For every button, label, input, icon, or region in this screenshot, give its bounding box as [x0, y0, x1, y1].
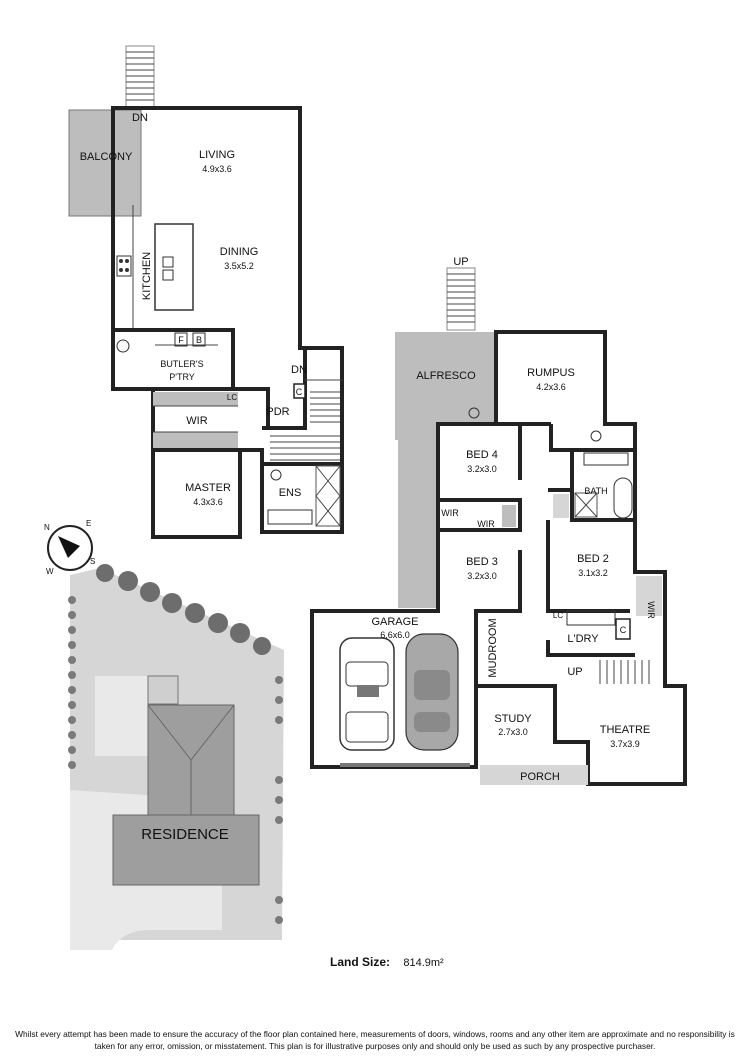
- room-name-pdr: PDR: [266, 406, 289, 418]
- room-size-study: 2.7x3.0: [498, 727, 528, 737]
- wir-marker-c: WIR: [646, 601, 656, 619]
- disclaimer-text: Whilst every attempt has been made to en…: [15, 1029, 735, 1051]
- room-name-living: LIVING: [199, 149, 235, 161]
- room-name-butlers: BUTLER'S: [160, 359, 203, 369]
- room-size-theatre: 3.7x3.9: [610, 739, 640, 749]
- compass-e: E: [86, 519, 91, 528]
- room-name-alfresco: ALFRESCO: [416, 370, 476, 382]
- site-plan: RESIDENCE: [68, 564, 284, 950]
- room-size-bed3: 3.2x3.0: [467, 571, 497, 581]
- car-suv-icon: [339, 637, 395, 751]
- room-name-study: STUDY: [494, 713, 532, 725]
- room-name-ldry: L'DRY: [567, 633, 599, 645]
- room-size-bed4: 3.2x3.0: [467, 464, 497, 474]
- right-hedge: [275, 676, 283, 924]
- alfresco-stair: [446, 267, 476, 331]
- room-name-bed4: BED 4: [466, 449, 498, 461]
- dn-marker-hall: DN: [291, 364, 307, 376]
- land-size: Land Size: 814.9m²: [330, 955, 444, 969]
- room-wir: [153, 392, 238, 406]
- room-size-rumpus: 4.2x3.6: [536, 382, 566, 392]
- room-porch: [480, 765, 588, 785]
- wir-marker-b: WIR: [477, 519, 495, 529]
- room-name-garage: GARAGE: [371, 616, 418, 628]
- room-name-porch: PORCH: [520, 771, 560, 783]
- room-name-bed3: BED 3: [466, 556, 498, 568]
- balcony-stair: [125, 45, 155, 109]
- tree-row: [96, 564, 271, 655]
- c-marker: C: [620, 625, 627, 635]
- upper-stair: [270, 391, 340, 461]
- marker-c: C: [296, 387, 303, 397]
- room-name-rumpus: RUMPUS: [527, 367, 575, 379]
- room-alfresco: [395, 332, 496, 608]
- lower-floor: UP ALFRESCO RUMPUS 4.2x3.6 BED 4 3.2x3.0…: [310, 256, 687, 786]
- room-name-kitchen: KITCHEN: [141, 252, 153, 300]
- dn-marker: DN: [132, 112, 148, 124]
- room-size-bed2: 3.1x3.2: [578, 568, 608, 578]
- lc-marker: LC: [553, 611, 563, 620]
- up-marker: UP: [453, 256, 468, 268]
- room-name-master: MASTER: [185, 482, 231, 494]
- up-marker-hall: UP: [567, 666, 582, 678]
- compass-w: W: [46, 567, 54, 576]
- wir-marker-a: WIR: [441, 508, 459, 518]
- compass-s: S: [90, 557, 95, 566]
- upper-floor: DN BALCONY LIVING 4.9x3.6 DINING 3.5x5.2…: [68, 45, 344, 539]
- marker-b: B: [196, 335, 202, 345]
- room-name-bed2: BED 2: [577, 553, 609, 565]
- sink-icon: [116, 339, 130, 353]
- room-name-bath: BATH: [584, 486, 607, 496]
- room-name-ens: ENS: [279, 487, 302, 499]
- car-sedan-icon: [405, 633, 459, 751]
- room-size-butlers: P'TRY: [169, 372, 195, 382]
- compass-icon: N E S W: [44, 519, 95, 576]
- cooktop-icon: [116, 255, 132, 277]
- room-name-dining: DINING: [220, 246, 259, 258]
- kitchen-island: [154, 223, 194, 311]
- room-size-living: 4.9x3.6: [202, 164, 232, 174]
- site-residence-label: RESIDENCE: [141, 826, 229, 843]
- land-size-value: 814.9m²: [403, 957, 444, 969]
- compass-n: N: [44, 523, 50, 532]
- room-size-dining: 3.5x5.2: [224, 261, 254, 271]
- room-size-garage: 6.6x6.0: [380, 630, 410, 640]
- room-balcony: [68, 109, 142, 217]
- lower-stair: [599, 576, 662, 684]
- room-name-theatre: THEATRE: [600, 724, 651, 736]
- land-size-label: Land Size:: [330, 955, 391, 969]
- left-hedge: [68, 596, 76, 769]
- room-name-mudroom: MUDROOM: [487, 618, 499, 677]
- marker-lc: LC: [227, 393, 237, 402]
- room-name-balcony: BALCONY: [80, 151, 133, 163]
- room-size-master: 4.3x3.6: [193, 497, 223, 507]
- marker-f: F: [178, 335, 184, 345]
- room-name-wir: WIR: [186, 415, 207, 427]
